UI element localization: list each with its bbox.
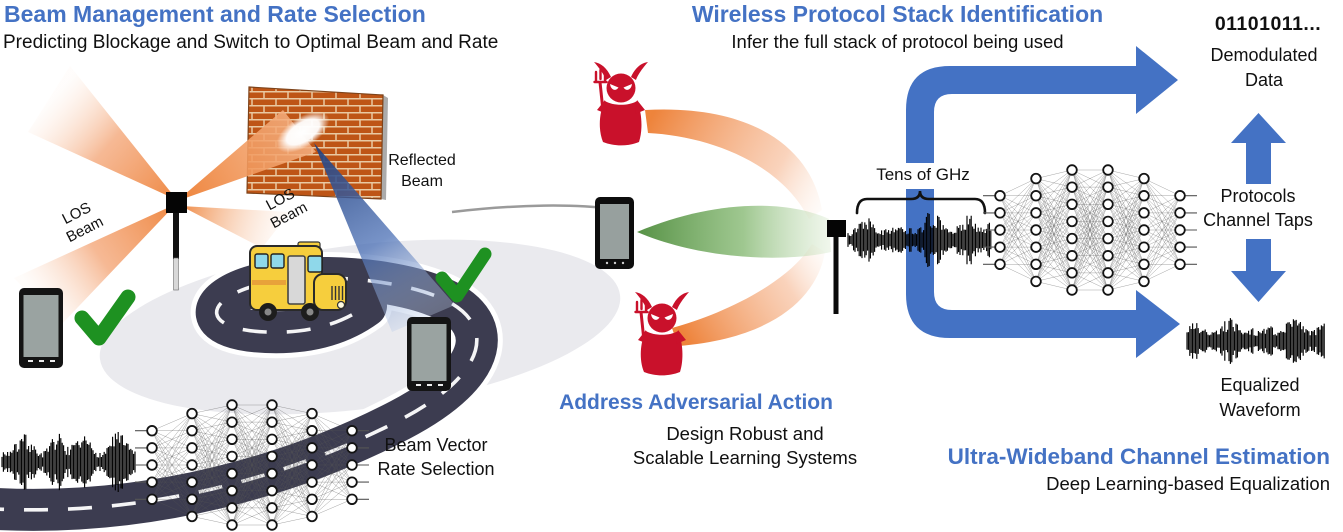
checkmark-icon-right	[435, 247, 492, 303]
adversary-beam-bottom	[672, 244, 825, 346]
flow-section	[847, 46, 1325, 364]
wideband-waveform	[847, 213, 992, 267]
school-bus	[249, 241, 347, 321]
devil-icon-top	[592, 60, 650, 147]
bandwidth-label: Tens of GHz	[857, 163, 989, 189]
base-station-icon	[166, 192, 187, 291]
adversarial-sub-line2: Scalable Learning Systems	[632, 447, 858, 468]
smartphone-icon-left	[19, 288, 63, 368]
devil-icon-bottom	[633, 290, 691, 377]
neural-network-beam	[135, 399, 369, 531]
smartphone-icon-middle	[595, 197, 634, 269]
smartphone-icon-right	[407, 317, 451, 391]
beam-scene	[0, 66, 621, 532]
uwb-subtitle: Deep Learning-based Equalization	[1046, 473, 1330, 494]
adversarial-scene	[592, 60, 846, 377]
beam-upper-left	[28, 66, 177, 200]
adversarial-subtitle: Design Robust and Scalable Learning Syst…	[590, 422, 900, 470]
checkmark-icon-left	[74, 289, 136, 346]
protocol-id-subtitle: Infer the full stack of protocol being u…	[731, 31, 1064, 52]
beam-vector-label: Beam Vector Rate Selection	[356, 433, 516, 481]
big-branch-arrows	[906, 46, 1180, 358]
equalized-line1: Equalized	[1220, 375, 1300, 395]
demodulated-line2: Data	[1244, 70, 1284, 90]
adversary-beam-top	[645, 109, 822, 219]
demodulated-data-label: Demodulated Data	[1194, 43, 1334, 93]
protocol-id-title: Wireless Protocol Stack Identification	[691, 1, 1104, 27]
reflected-line1: Reflected	[388, 152, 456, 169]
beam-management-title: Beam Management and Rate Selection	[4, 1, 426, 27]
legit-beam-green	[637, 205, 831, 258]
demodulated-line1: Demodulated	[1210, 45, 1318, 65]
binary-output: 01101011...	[1214, 13, 1322, 35]
down-arrow-icon	[1231, 239, 1286, 302]
channel-taps-line: Channel Taps	[1203, 210, 1313, 230]
uwb-title: Ultra-Wideband Channel Estimation	[947, 444, 1330, 469]
reflected-beam-label: Reflected Beam	[380, 150, 464, 192]
equalized-waveform-label: Equalized Waveform	[1190, 373, 1330, 423]
reflected-line2: Beam	[401, 173, 443, 190]
far-road-line	[451, 204, 614, 214]
protocols-channel-taps-label: Protocols Channel Taps	[1178, 184, 1338, 232]
equalized-waveform-graphic	[1186, 318, 1325, 364]
equalized-line2: Waveform	[1219, 400, 1301, 420]
adversarial-title: Address Adversarial Action	[559, 391, 833, 414]
neural-network-protocol	[983, 164, 1197, 296]
beam-lower-right-los	[181, 206, 290, 248]
wall-glow	[276, 111, 330, 153]
adversarial-sub-line1: Design Robust and	[666, 423, 824, 444]
beam-management-subtitle: Predicting Blockage and Switch to Optima…	[3, 32, 499, 53]
protocols-line: Protocols	[1220, 186, 1296, 206]
rate-selection-line: Rate Selection	[377, 459, 495, 479]
brace-bandwidth	[855, 190, 987, 215]
received-waveform	[1, 432, 136, 492]
reflected-beam	[314, 143, 455, 332]
base-station-icon-middle	[827, 220, 846, 314]
up-arrow-icon	[1231, 113, 1286, 184]
beam-vector-line: Beam Vector	[384, 435, 488, 455]
